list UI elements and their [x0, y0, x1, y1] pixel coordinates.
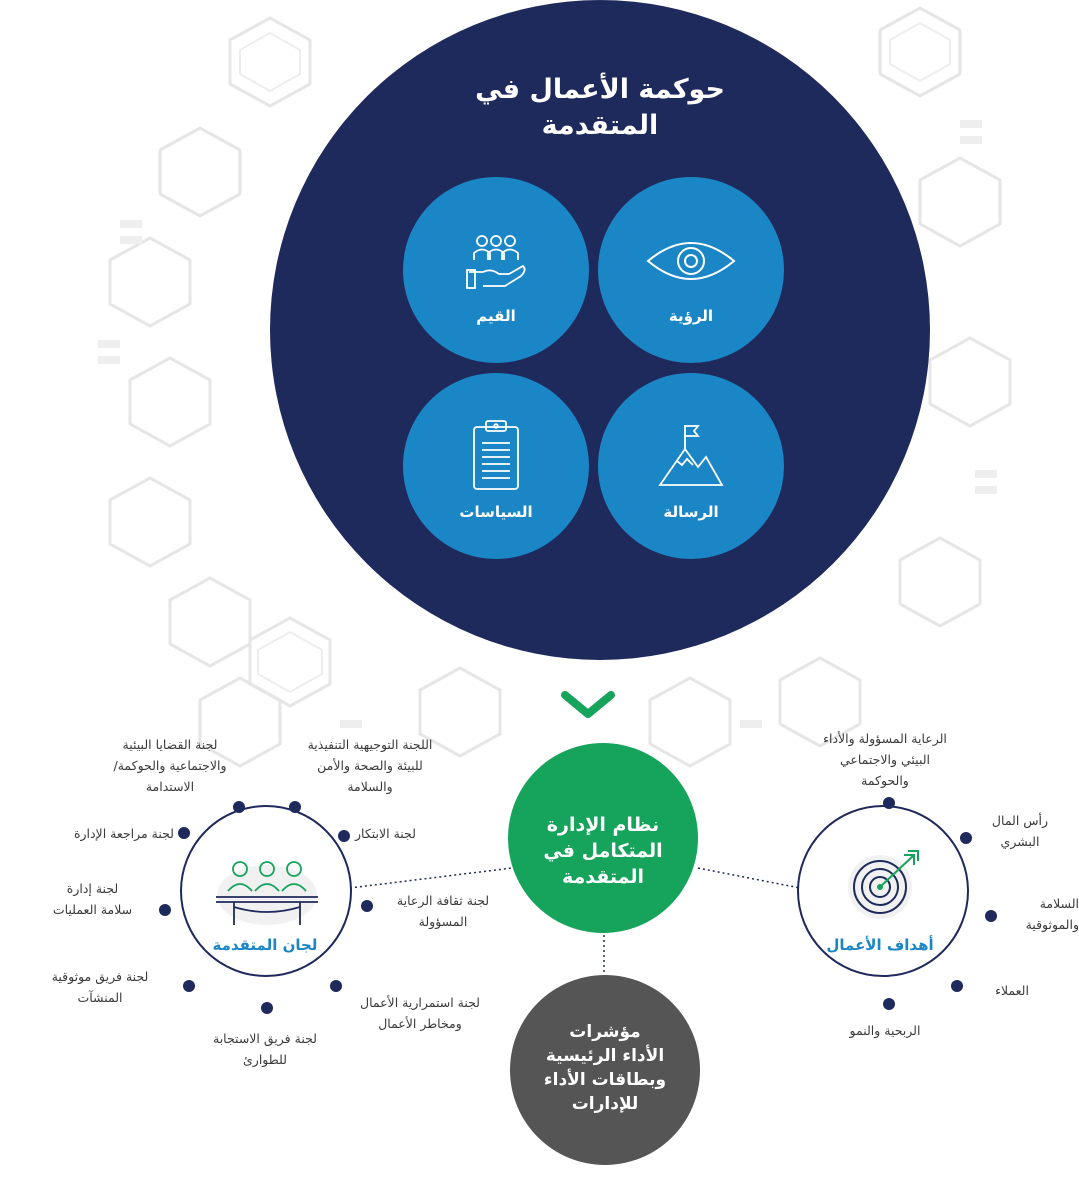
pillar-vision: الرؤية [598, 177, 784, 363]
committee-process-safety: لجنة إدارة سلامة العمليات [30, 878, 155, 920]
committee-dot [330, 980, 342, 992]
center-line2: المتكامل في [543, 840, 663, 862]
committee-esg-line2: والاجتماعية والحوكمة/ [113, 758, 227, 773]
kpi-text: مؤشرات الأداء الرئيسية وبطاقات الأداء لل… [520, 1020, 690, 1116]
pillar-mission: الرسالة [598, 373, 784, 559]
committee-responsible-care-line1: لجنة ثقافة الرعاية [396, 893, 490, 908]
goal-human-capital: رأس المال البشري [980, 810, 1060, 852]
pillar-values-label: القيم [476, 307, 516, 325]
goal-profitability-line1: الربحية والنمو [849, 1023, 921, 1038]
pillar-policies-label: السياسات [459, 503, 533, 521]
kpi-line1: مؤشرات [569, 1022, 641, 1042]
goal-human-capital-line2: البشري [1000, 834, 1040, 849]
goal-human-capital-line1: رأس المال [991, 813, 1049, 828]
kpi-line4: للإدارات [571, 1094, 639, 1114]
committee-emergency-response: لجنة فريق الاستجابة للطوارئ [190, 1028, 340, 1070]
kpi-line3: وبطاقات الأداء [543, 1070, 667, 1090]
committee-business-continuity: لجنة استمرارية الأعمال ومخاطر الأعمال [340, 992, 500, 1034]
committee-hse-line2: للبيئة والصحة والأمن [317, 758, 423, 773]
committee-dot [289, 801, 301, 813]
chevron-down-icon [561, 691, 615, 718]
committee-dot [338, 830, 350, 842]
committee-dot [178, 827, 190, 839]
mountain-flag-icon [658, 425, 724, 486]
eye-icon [646, 242, 736, 280]
goal-dot [883, 797, 895, 809]
goal-responsible-care-esg: الرعاية المسؤولة والأداء البيئي والاجتما… [800, 728, 970, 791]
committee-management-review: لجنة مراجعة الإدارة [20, 823, 174, 844]
goal-responsible-care-line2: البيئي والاجتماعي [839, 752, 931, 767]
committee-dot [159, 904, 171, 916]
goal-safety-reliability: السلامة والموثوقية [1002, 893, 1079, 935]
committee-dot [361, 900, 373, 912]
goals-title: أهداف الأعمال [826, 936, 934, 954]
committee-process-safety-line2: سلامة العمليات [52, 902, 133, 917]
committee-facility-reliability-line1: لجنة فريق موثوقية [51, 969, 149, 984]
governance-title-line2: المتقدمة [541, 110, 659, 141]
committee-esg-line3: الاستدامة [145, 779, 195, 794]
committee-dot [233, 801, 245, 813]
committee-process-safety-line1: لجنة إدارة [66, 881, 119, 896]
governance-title-line1: حوكمة الأعمال في [475, 74, 725, 105]
goal-dot [883, 998, 895, 1010]
committee-dot [183, 980, 195, 992]
goal-safety-reliability-line2: والموثوقية [1025, 917, 1079, 932]
committee-business-continuity-line1: لجنة استمرارية الأعمال [359, 995, 480, 1010]
pillar-values: القيم [403, 177, 589, 363]
committee-business-continuity-line2: ومخاطر الأعمال [378, 1016, 462, 1031]
committee-esg: لجنة القضايا البيئية والاجتماعية والحوكم… [90, 734, 250, 797]
goal-responsible-care-line3: والحوكمة [861, 773, 909, 788]
committee-management-review-line1: لجنة مراجعة الإدارة [73, 826, 174, 841]
goal-customers: العملاء [972, 980, 1052, 1001]
center-line3: المتقدمة [561, 866, 645, 888]
integrated-management-text: نظام الإدارة المتكامل في المتقدمة [520, 812, 686, 890]
kpi-circle [510, 975, 700, 1165]
committee-responsible-care: لجنة ثقافة الرعاية المسؤولة [378, 890, 508, 932]
integrated-management-circle [508, 743, 698, 933]
committee-facility-reliability: لجنة فريق موثوقية المنشآت [30, 966, 170, 1008]
committee-emergency-response-line2: للطوارئ [243, 1052, 287, 1067]
committee-responsible-care-line2: المسؤولة [418, 914, 468, 929]
committee-dot [261, 1002, 273, 1014]
clipboard-icon [473, 420, 519, 490]
people-hand-icon [466, 235, 526, 289]
committee-innovation: لجنة الابتكار [355, 823, 445, 844]
committee-hse-steering: اللجنة التوجيهية التنفيذية للبيئة والصحة… [280, 734, 460, 797]
goal-customers-line1: العملاء [995, 983, 1029, 998]
pillar-policies: السياسات [403, 373, 589, 559]
pillar-mission-label: الرسالة [663, 503, 719, 521]
goal-dot [951, 980, 963, 992]
goal-profitability-growth: الربحية والنمو [820, 1020, 950, 1041]
committee-innovation-line1: لجنة الابتكار [355, 826, 416, 841]
goal-dot [960, 832, 972, 844]
committee-emergency-response-line1: لجنة فريق الاستجابة [213, 1031, 317, 1046]
target-arrow-icon [848, 850, 919, 919]
committees-title: لجان المتقدمة [212, 936, 318, 954]
goal-safety-reliability-line1: السلامة [1039, 896, 1079, 911]
governance-title: حوكمة الأعمال في المتقدمة [420, 72, 780, 144]
committee-hse-line3: والسلامة [347, 779, 393, 794]
committee-facility-reliability-line2: المنشآت [77, 990, 123, 1005]
kpi-line2: الأداء الرئيسية [545, 1046, 665, 1066]
meeting-table-icon [216, 861, 318, 925]
governance-circle [270, 0, 930, 660]
center-line1: نظام الإدارة [546, 814, 660, 836]
committee-esg-line1: لجنة القضايا البيئية [122, 737, 218, 752]
goal-dot [985, 910, 997, 922]
pillar-vision-label: الرؤية [668, 307, 714, 325]
committee-hse-line1: اللجنة التوجيهية التنفيذية [307, 737, 433, 752]
goal-responsible-care-line1: الرعاية المسؤولة والأداء [823, 731, 947, 746]
